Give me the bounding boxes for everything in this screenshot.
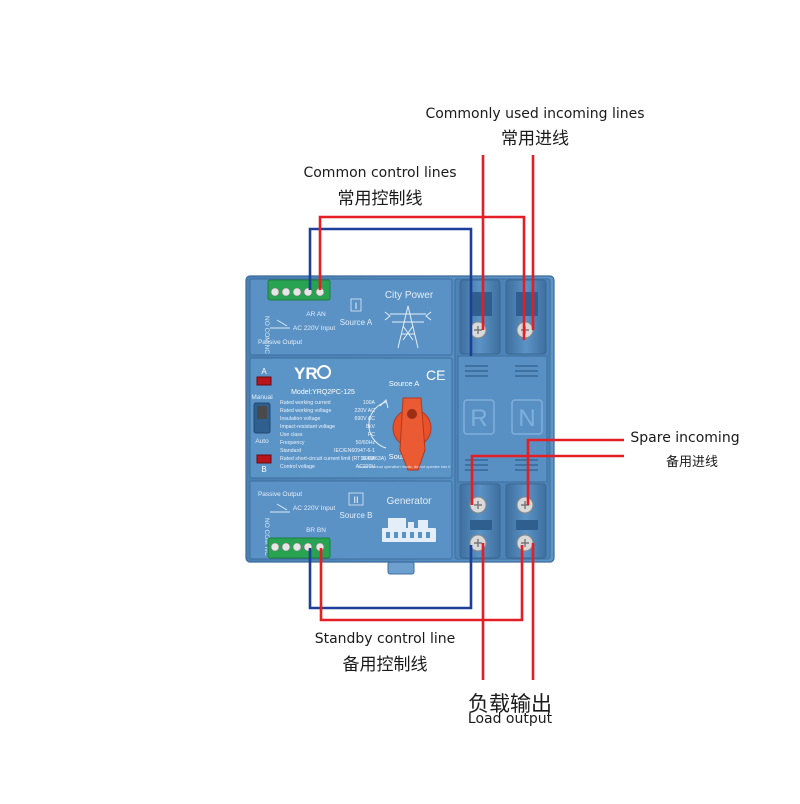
top-switch-symbol <box>270 319 290 329</box>
spec-key: Rated working current <box>280 400 331 406</box>
spec-key: Rated working voltage <box>280 408 331 414</box>
load-output-label-en: Load output <box>467 711 553 727</box>
pole-n-top-slot <box>516 292 538 316</box>
pole-r-label: R <box>470 405 487 432</box>
pole-n-bottom-slot <box>516 520 538 530</box>
spec-key: Impact-resistant voltage <box>280 424 335 430</box>
top-contacts-label: NO COM NC <box>263 316 270 354</box>
spare-incoming-wire-n <box>526 438 624 505</box>
power-tower-icon <box>384 305 432 349</box>
screw-r-mid <box>469 496 487 514</box>
common-incoming-label-en: Commonly used incoming lines <box>425 106 645 122</box>
knob-source-a: Source A <box>389 379 419 388</box>
spec-value: 50KA <box>362 456 375 462</box>
pole-n-frame <box>511 399 543 435</box>
spec-value: 50/60Hz <box>356 440 376 446</box>
din-clip <box>387 561 415 575</box>
top-roman-box <box>350 298 362 312</box>
spec-key: Use class <box>280 432 303 438</box>
wiring <box>308 155 624 680</box>
indicator-a-led <box>256 376 272 386</box>
mode-auto-label: Auto <box>255 438 269 445</box>
bottom-passive-output: Passive Output <box>258 491 302 498</box>
standby-control-label-zh: 备用控制线 <box>342 655 428 675</box>
generator-icon-details <box>386 532 430 538</box>
spec-value: 8kV <box>366 424 375 430</box>
bottom-name: Generator <box>386 496 432 507</box>
top-roman: I <box>355 301 358 311</box>
bottom-switch-symbol <box>270 503 290 513</box>
pole-n-label: N <box>518 405 535 432</box>
spare-incoming-label-zh: 备用进线 <box>665 455 718 470</box>
common-incoming-label-zh: 常用进线 <box>501 129 569 149</box>
rotary-knob[interactable] <box>392 397 432 471</box>
spec-value: 220V AC <box>355 408 376 414</box>
indicator-b-led <box>256 454 272 464</box>
bottom-roman-box <box>348 492 364 506</box>
brand-logo: YR <box>294 364 318 383</box>
spec-value: 690V AC <box>355 416 376 422</box>
standby-control-label-en: Standby control line <box>314 631 456 647</box>
spec-key: Rated short-circuit current limit (RT16-… <box>280 456 386 462</box>
pole-r-frame <box>463 399 495 435</box>
spare-incoming-wire-r <box>470 454 624 505</box>
bottom-terminals: BR BN <box>306 527 326 534</box>
pole-n-top <box>505 279 547 355</box>
model-label: Model:YRQ2PC-125 <box>291 389 355 396</box>
standby-control-red-wire <box>319 545 524 622</box>
ce-mark: CE <box>426 367 445 383</box>
top-name: City Power <box>385 290 434 301</box>
screw-n-bottom <box>516 534 534 552</box>
transfer-switch-device: R N NO COM NC <box>245 275 555 575</box>
spec-key: Insulation voltage <box>280 416 320 422</box>
indicator-a-label: A <box>261 367 267 376</box>
spec-value: 100A <box>363 400 376 406</box>
top-passive-output: Passive Output <box>258 339 302 346</box>
bottom-terminal-screws <box>270 542 325 552</box>
spec-value: IEC/EN60947-6-1 <box>334 448 375 454</box>
common-control-label-en: Common control lines <box>303 165 457 181</box>
standby-control-blue-wire <box>308 545 473 610</box>
bottom-roman: II <box>353 495 358 505</box>
spec-key: Control voltage <box>280 464 315 470</box>
load-output-label-zh: 负载输出 <box>468 692 552 716</box>
bottom-contacts-label: NO COM NC <box>263 518 270 556</box>
top-input: AC 220V Input <box>293 325 335 332</box>
pole-r-top <box>459 279 501 355</box>
vent-lines <box>465 365 538 471</box>
knob-arrow <box>379 399 389 409</box>
common-control-label-zh: 常用控制线 <box>337 189 423 209</box>
spare-incoming-label-en: Spare incoming <box>630 430 740 446</box>
bottom-source: Source B <box>340 511 373 520</box>
brand-logo-o <box>317 365 331 379</box>
indicator-b-label: B <box>261 465 266 474</box>
generator-icon <box>382 518 436 542</box>
pole-r-top-slot <box>470 292 492 316</box>
knob-arc-left <box>368 401 387 449</box>
bottom-input: AC 220V Input <box>293 505 335 512</box>
mode-switch-slider[interactable] <box>257 406 267 419</box>
screw-n-mid <box>516 496 534 514</box>
spec-key: Standard <box>280 448 301 454</box>
common-control-red-wire <box>318 215 526 340</box>
top-source: Source A <box>340 318 373 327</box>
knob-note: Under manual operation mode, do not oper… <box>358 464 452 469</box>
common-control-blue-wire <box>308 227 473 356</box>
spec-value: AC220V <box>356 464 376 470</box>
pole-r-bottom-slot <box>470 520 492 530</box>
spec-table: Rated working current 100A Rated working v… <box>280 400 386 470</box>
mode-manual-label: Manual <box>251 394 273 401</box>
top-terminals: AR AN <box>306 311 326 318</box>
spec-key: Frequency <box>280 440 305 446</box>
